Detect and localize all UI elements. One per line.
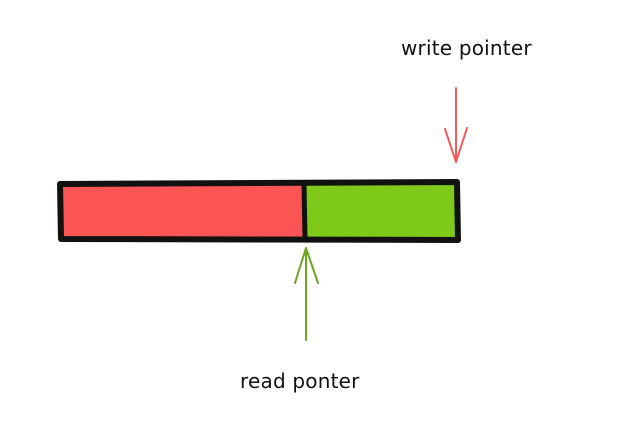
read-pointer-label: read ponter <box>240 369 360 393</box>
buffer-divider <box>301 181 308 242</box>
write-pointer-arrow <box>444 87 468 163</box>
read-pointer-arrow <box>294 247 319 341</box>
pending-buffer-region <box>305 183 456 239</box>
consumed-buffer-region <box>61 183 305 239</box>
buffer-outline <box>57 179 461 243</box>
write-pointer-label: write pointer <box>401 36 532 60</box>
